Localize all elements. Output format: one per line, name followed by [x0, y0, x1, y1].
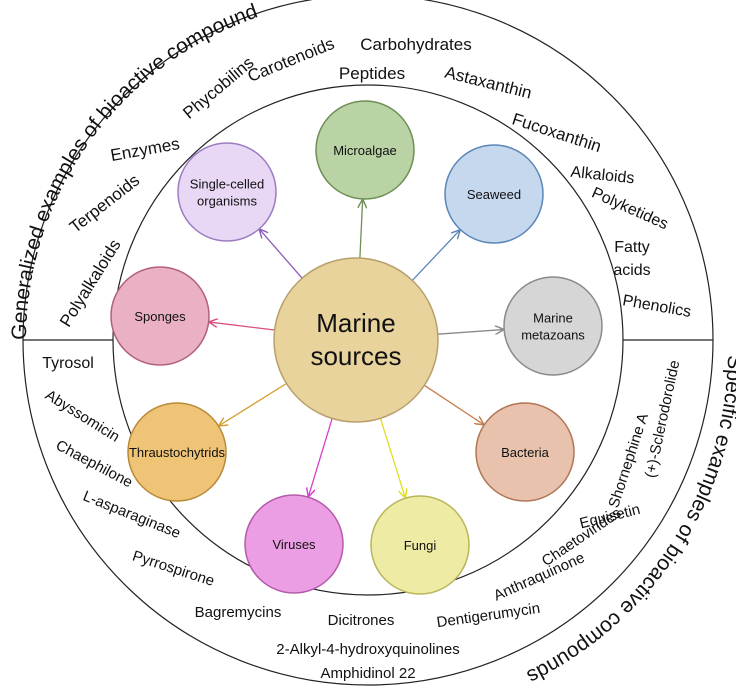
center-label-line1: Marine	[316, 308, 395, 338]
node-label-viruses: Viruses	[272, 537, 316, 552]
node-single-celled-organisms: Single-celled organisms	[177, 142, 277, 242]
center-label-line2: sources	[310, 341, 401, 371]
compound-bagremycins: Bagremycins	[195, 604, 282, 621]
compound-phenolics: Phenolics	[621, 292, 692, 321]
compound-tyrosol: Tyrosol	[42, 355, 94, 372]
node-thraustochytrids: Thraustochytrids	[127, 402, 227, 502]
node-circle-single-celled-organisms	[177, 142, 277, 242]
compound-pyrrospirone: Pyrrospirone	[130, 547, 216, 589]
specific-arc-label: Specific examples of bioactive compounds	[523, 355, 736, 689]
compound-amphidinol-22: Amphidinol 22	[320, 665, 415, 682]
compound-peptides: Peptides	[339, 64, 405, 83]
node-sponges: Sponges	[110, 266, 210, 366]
compound-carbohydrates: Carbohydrates	[360, 35, 472, 54]
node-circle-sponges	[110, 266, 210, 366]
node-bacteria: Bacteria	[475, 402, 575, 502]
compound-dentigerumycin: Dentigerumycin	[436, 600, 542, 631]
arrow-to-thraustochytrids	[219, 382, 287, 425]
node-seaweed: Seaweed	[444, 144, 544, 244]
compound-enzymes: Enzymes	[109, 134, 181, 165]
compound-phycobilins: Phycobilins	[179, 53, 257, 123]
node-label-sponges: Sponges	[134, 309, 186, 324]
compound-2-alkyl-4-hydroxyquinolines: 2-Alkyl-4-hydroxyquinolines	[276, 641, 459, 658]
arrow-to-fungi	[379, 418, 405, 497]
compound-terpenoids: Terpenoids	[66, 171, 143, 237]
node-circle-fungi	[370, 495, 470, 595]
node-circle-viruses	[244, 494, 344, 594]
node-circle-microalgae	[315, 100, 415, 200]
node-label-microalgae: Microalgae	[333, 143, 397, 158]
arrow-to-viruses	[309, 418, 333, 496]
node-label-seaweed: Seaweed	[467, 187, 521, 202]
node-circle-bacteria	[475, 402, 575, 502]
arrow-to-microalgae	[360, 200, 363, 259]
node-label-bacteria: Bacteria	[501, 445, 549, 460]
compound-fucoxanthin: Fucoxanthin	[510, 109, 604, 156]
center-circle	[273, 257, 439, 423]
node-label-thraustochytrids: Thraustochytrids	[129, 445, 226, 460]
arrows-group	[210, 200, 503, 497]
node-microalgae: Microalgae	[315, 100, 415, 200]
arrow-to-marine-metazoans	[437, 330, 503, 335]
compound-acids: acids	[613, 262, 650, 279]
node-circle-thraustochytrids	[127, 402, 227, 502]
compound-astaxanthin: Astaxanthin	[443, 63, 534, 103]
compound-fatty: Fatty	[614, 239, 650, 256]
arrow-to-bacteria	[423, 384, 483, 424]
node-label-fungi: Fungi	[404, 538, 437, 553]
node-label-marine-metazoans: metazoans	[521, 328, 585, 343]
node-label-single-celled-organisms: organisms	[197, 194, 257, 209]
node-marine-metazoans: Marine metazoans	[503, 276, 603, 376]
node-label-marine-metazoans: Marine	[533, 311, 573, 326]
node-viruses: Viruses	[244, 494, 344, 594]
arrow-to-sponges	[210, 322, 275, 331]
compound-chaephilone: Chaephilone	[53, 437, 135, 492]
compound-polyketides: Polyketides	[589, 184, 671, 233]
node-fungi: Fungi	[370, 495, 470, 595]
center-node: Marine sources	[273, 257, 439, 423]
arrow-to-seaweed	[411, 230, 459, 281]
compound-alkaloids: Alkaloids	[570, 164, 635, 188]
compound-abyssomicin: Abyssomicin	[42, 387, 122, 446]
compound-dicitrones: Dicitrones	[328, 612, 395, 629]
node-circle-seaweed	[444, 144, 544, 244]
node-label-single-celled-organisms: Single-celled	[190, 177, 264, 192]
node-circle-marine-metazoans	[503, 276, 603, 376]
arrow-to-single-celled-organisms	[260, 230, 303, 279]
compound-carotenoids: Carotenoids	[245, 34, 337, 86]
